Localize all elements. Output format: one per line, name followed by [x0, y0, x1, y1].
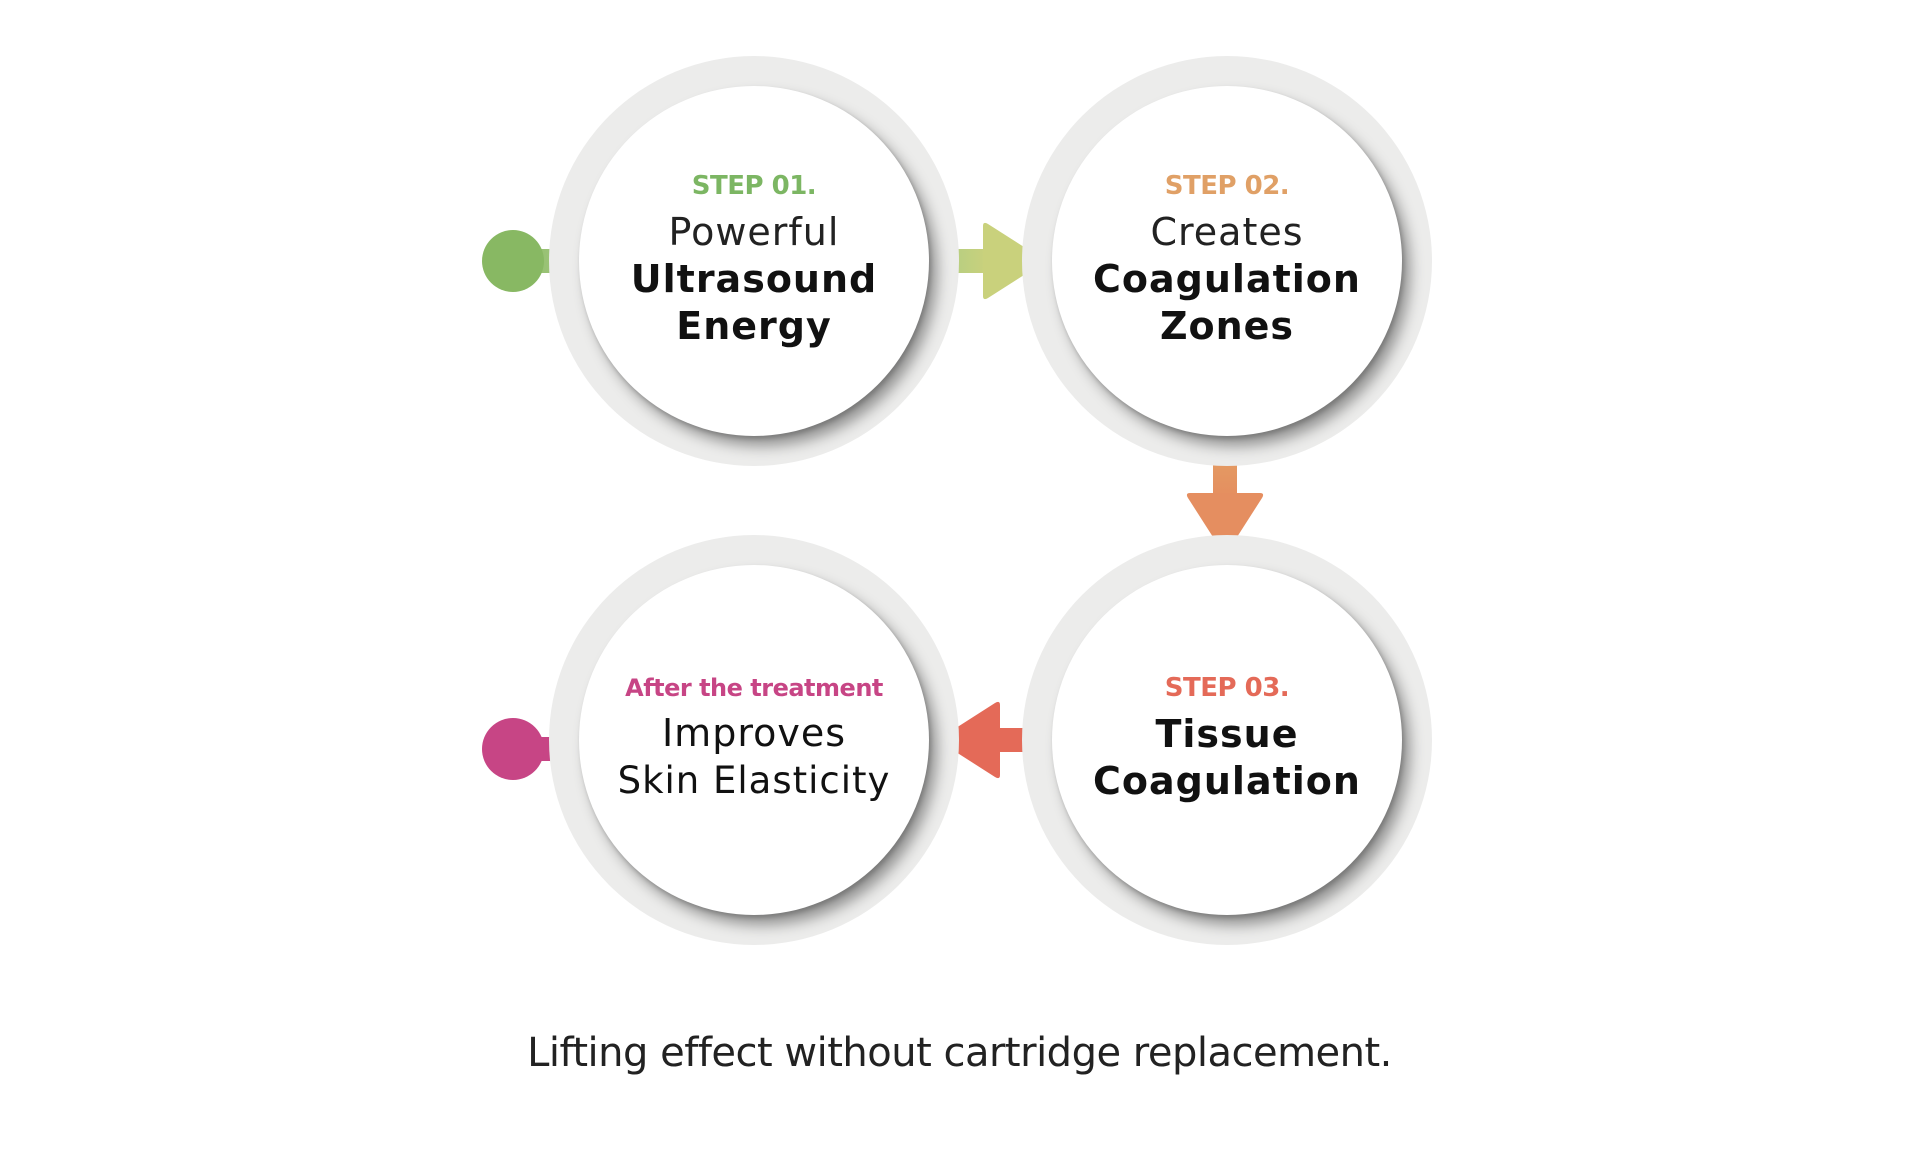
end-dot — [482, 718, 544, 780]
after-line2: Skin Elasticity — [617, 759, 891, 802]
step2-line2: Coagulation — [1093, 256, 1361, 301]
step3-label: STEP 03. — [1164, 673, 1290, 703]
step3-circle: STEP 03. Tissue Coagulation — [1052, 565, 1402, 915]
step1-line1: Powerful — [668, 209, 840, 254]
step1-line2: Ultrasound — [630, 256, 878, 301]
step1-circle: STEP 01. Powerful Ultrasound Energy — [579, 86, 929, 436]
caption: Lifting effect without cartridge replace… — [527, 1030, 1392, 1076]
step1-label: STEP 01. — [691, 170, 817, 201]
start-dot — [482, 230, 544, 292]
step2-line1: Creates — [1150, 209, 1304, 254]
after-circle: After the treatment Improves Skin Elasti… — [579, 565, 929, 915]
after-line1: Improves — [661, 711, 847, 755]
step3-line2: Coagulation — [1093, 759, 1361, 803]
step2-line3: Zones — [1159, 303, 1295, 348]
step1-line3: Energy — [676, 303, 832, 348]
after-label: After the treatment — [625, 674, 883, 702]
step3-line1: Tissue — [1155, 712, 1299, 756]
step2-circle: STEP 02. Creates Coagulation Zones — [1052, 86, 1402, 436]
step2-label: STEP 02. — [1164, 170, 1290, 201]
